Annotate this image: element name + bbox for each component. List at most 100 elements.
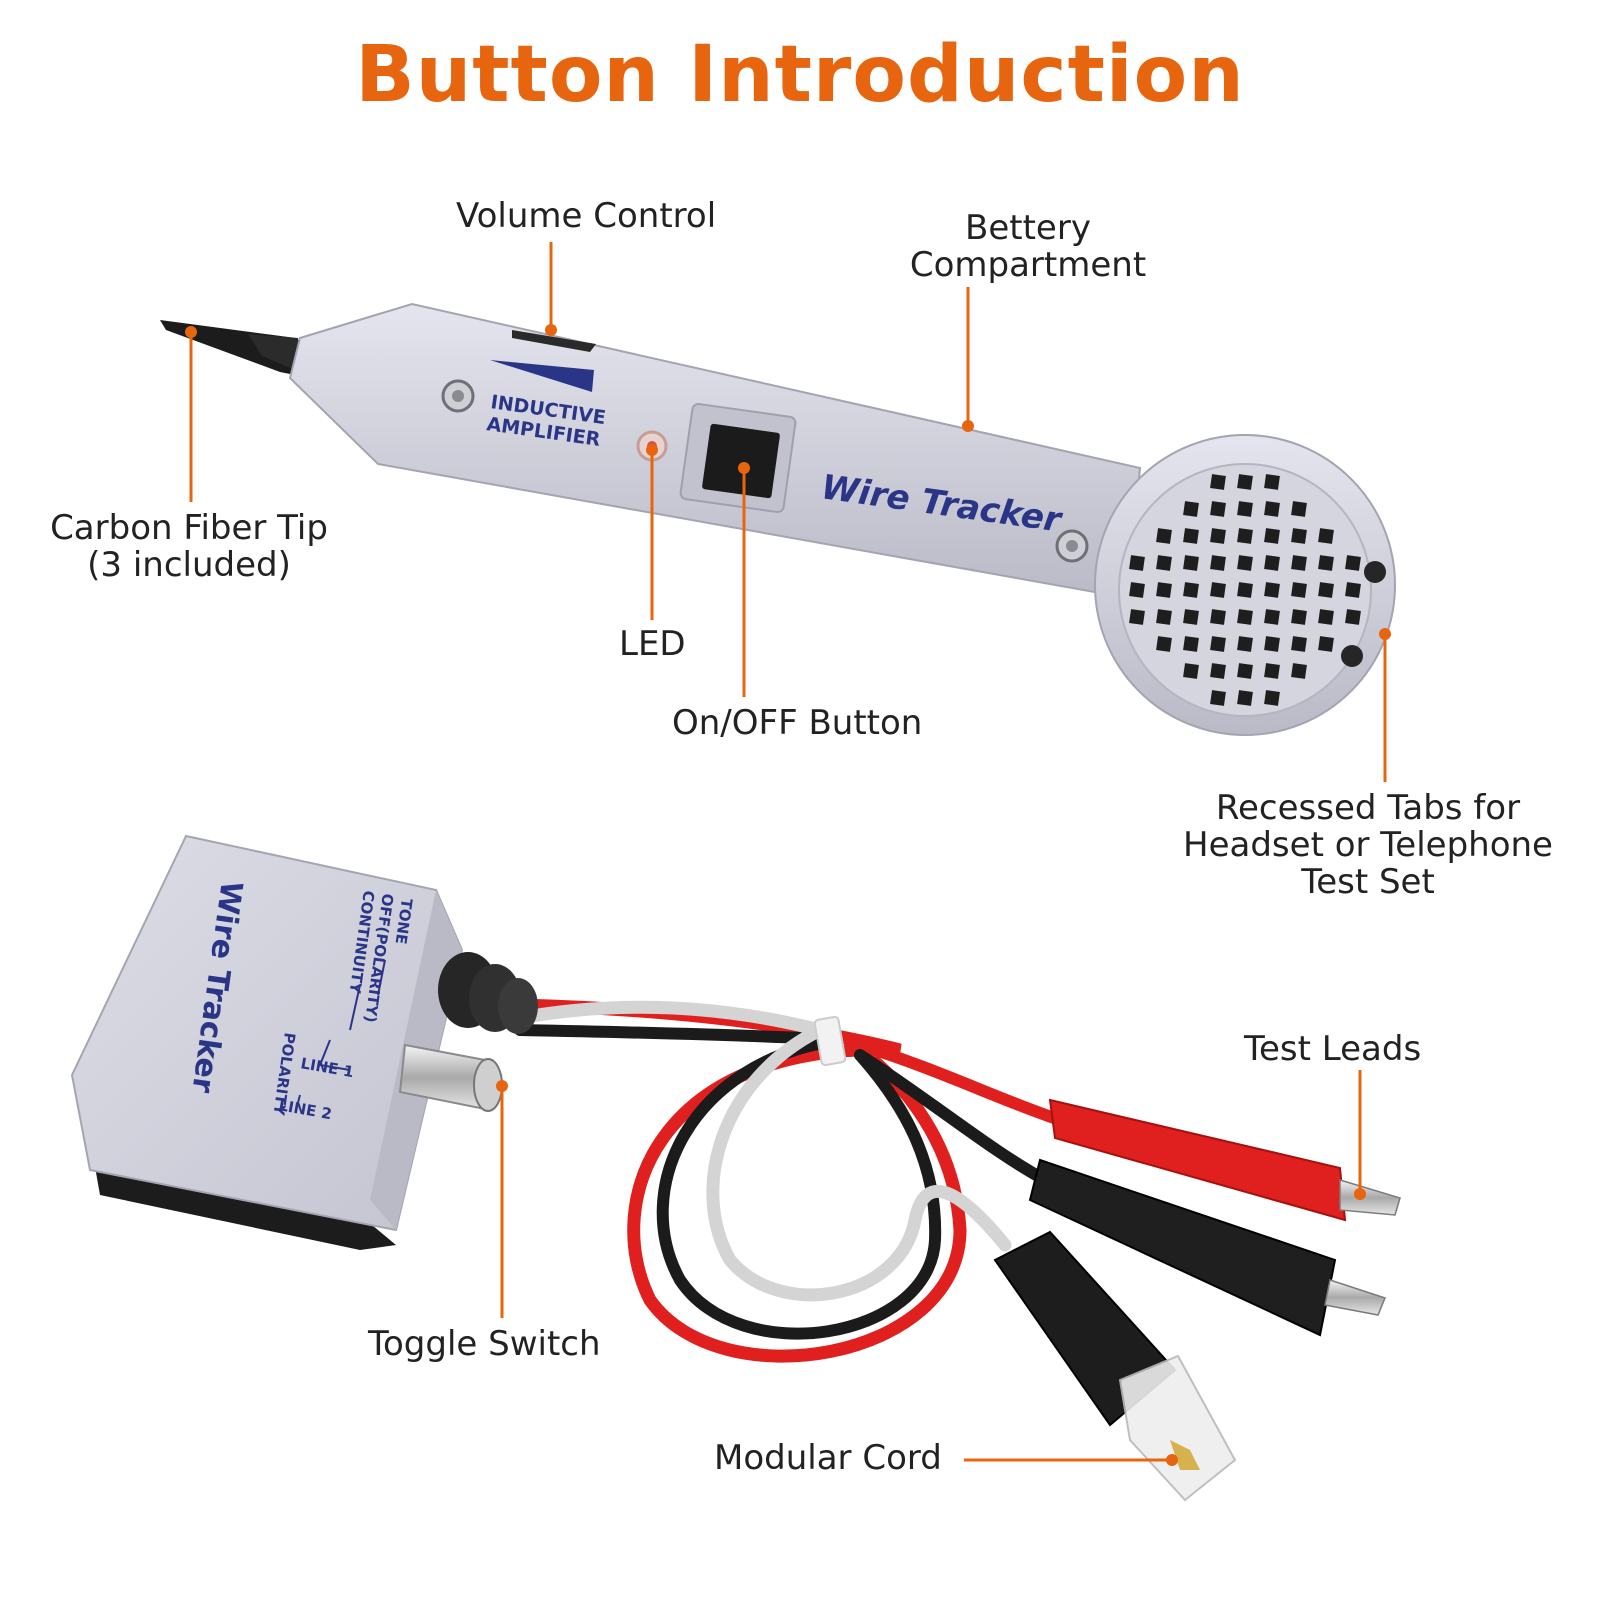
grill-hole bbox=[1345, 609, 1361, 625]
grill-hole bbox=[1183, 663, 1199, 679]
wire-white-loop bbox=[513, 1000, 1012, 1302]
grill-hole bbox=[1129, 609, 1145, 625]
wedge-graphic bbox=[490, 360, 594, 392]
black-alligator-clip bbox=[1028, 1158, 1387, 1337]
grill-hole bbox=[1183, 528, 1199, 544]
label-carbon-fiber-tip: Carbon Fiber Tip (3 included) bbox=[34, 510, 344, 584]
label-text: Recessed Tabs for bbox=[1215, 788, 1521, 828]
grill-hole bbox=[1237, 609, 1253, 625]
label-test-leads: Test Leads bbox=[1244, 1031, 1421, 1068]
grill-hole bbox=[1264, 663, 1280, 679]
grill-hole bbox=[1264, 555, 1280, 571]
label-recessed-tabs: Recessed Tabs for Headset or Telephone T… bbox=[1168, 790, 1568, 901]
label-text: Test Set bbox=[1301, 862, 1435, 902]
grill-hole bbox=[1183, 501, 1199, 517]
grill-hole bbox=[1237, 528, 1253, 544]
grill-hole bbox=[1264, 582, 1280, 598]
grill-hole bbox=[1156, 636, 1172, 652]
grill-hole bbox=[1237, 501, 1253, 517]
grill-hole bbox=[1318, 582, 1334, 598]
grill-hole bbox=[1210, 663, 1226, 679]
carbon-fiber-tip bbox=[160, 320, 312, 376]
grill-hole bbox=[1291, 609, 1307, 625]
label-text: Compartment bbox=[909, 245, 1147, 285]
grill-hole bbox=[1318, 555, 1334, 571]
probe-device: INDUCTIVE AMPLIFIER Wire Tracker bbox=[160, 302, 1396, 736]
grill-hole bbox=[1345, 582, 1361, 598]
lead-red-wire bbox=[854, 1039, 1066, 1126]
grill-hole bbox=[1291, 555, 1307, 571]
label-text: Modular Cord bbox=[714, 1438, 942, 1478]
grill-hole bbox=[1291, 636, 1307, 652]
leader-dot bbox=[738, 462, 750, 474]
grill-hole bbox=[1237, 555, 1253, 571]
recessed-tab-top bbox=[1364, 561, 1386, 583]
grill-hole bbox=[1291, 501, 1307, 517]
label-text: On/OFF Button bbox=[672, 703, 923, 743]
grill-hole bbox=[1210, 474, 1226, 490]
grill-hole bbox=[1156, 555, 1172, 571]
leader-dot bbox=[646, 444, 658, 456]
grill-hole bbox=[1264, 474, 1280, 490]
grill-hole bbox=[1291, 528, 1307, 544]
label-battery-compartment: Bettery Compartment bbox=[898, 210, 1158, 284]
label-text: Headset or Telephone bbox=[1183, 825, 1553, 865]
label-toggle-switch: Toggle Switch bbox=[368, 1326, 601, 1363]
screw-icon bbox=[441, 379, 475, 413]
grill-hole bbox=[1237, 636, 1253, 652]
page-title: Button Introduction bbox=[355, 30, 1245, 120]
grill-hole bbox=[1318, 609, 1334, 625]
grill-hole bbox=[1291, 582, 1307, 598]
grill-hole bbox=[1210, 555, 1226, 571]
leader-dot bbox=[1354, 1188, 1366, 1200]
grill-hole bbox=[1264, 609, 1280, 625]
grill-hole bbox=[1291, 663, 1307, 679]
label-modular-cord: Modular Cord bbox=[714, 1440, 942, 1477]
leader-dot bbox=[496, 1080, 508, 1092]
grill-hole bbox=[1237, 663, 1253, 679]
wire-black-loop bbox=[514, 1024, 942, 1340]
toggle-switch bbox=[398, 1043, 503, 1112]
label-text: Carbon Fiber Tip bbox=[50, 508, 328, 548]
grill-hole bbox=[1210, 582, 1226, 598]
onoff-button bbox=[702, 423, 780, 499]
grill-hole bbox=[1237, 582, 1253, 598]
label-text: Bettery bbox=[965, 208, 1091, 248]
grill-hole bbox=[1264, 690, 1280, 706]
leader-dot bbox=[962, 420, 974, 432]
recessed-tab-bottom bbox=[1341, 645, 1363, 667]
grill-hole bbox=[1264, 528, 1280, 544]
grill-hole bbox=[1210, 690, 1226, 706]
label-text: Volume Control bbox=[456, 196, 717, 236]
grill-hole bbox=[1129, 582, 1145, 598]
grill-hole bbox=[1237, 690, 1253, 706]
grill-hole bbox=[1237, 474, 1253, 490]
leader-dot bbox=[1166, 1454, 1178, 1466]
label-text: Toggle Switch bbox=[368, 1324, 601, 1364]
label-text: Test Leads bbox=[1244, 1029, 1422, 1069]
red-alligator-clip bbox=[1048, 1098, 1401, 1222]
grill-hole bbox=[1156, 609, 1172, 625]
label-text: LED bbox=[619, 624, 686, 664]
grill-hole bbox=[1318, 636, 1334, 652]
leader-dot bbox=[545, 324, 557, 336]
leader-dot bbox=[185, 326, 197, 338]
grill-hole bbox=[1129, 555, 1145, 571]
label-volume-control: Volume Control bbox=[456, 198, 716, 235]
grill-hole bbox=[1183, 582, 1199, 598]
label-text: (3 included) bbox=[87, 545, 291, 585]
grill-hole bbox=[1210, 528, 1226, 544]
grill-hole bbox=[1183, 555, 1199, 571]
grill-hole bbox=[1345, 555, 1361, 571]
strain-relief bbox=[438, 952, 538, 1034]
cables bbox=[513, 998, 1066, 1363]
grill-hole bbox=[1264, 501, 1280, 517]
screw-icon bbox=[1055, 529, 1089, 563]
grill-hole bbox=[1183, 609, 1199, 625]
leader-dot bbox=[1379, 628, 1391, 640]
cable-tie bbox=[813, 1015, 847, 1067]
label-onoff-button: On/OFF Button bbox=[672, 705, 922, 742]
lead-black-wire bbox=[854, 1049, 1051, 1186]
modular-plug bbox=[993, 1230, 1237, 1502]
